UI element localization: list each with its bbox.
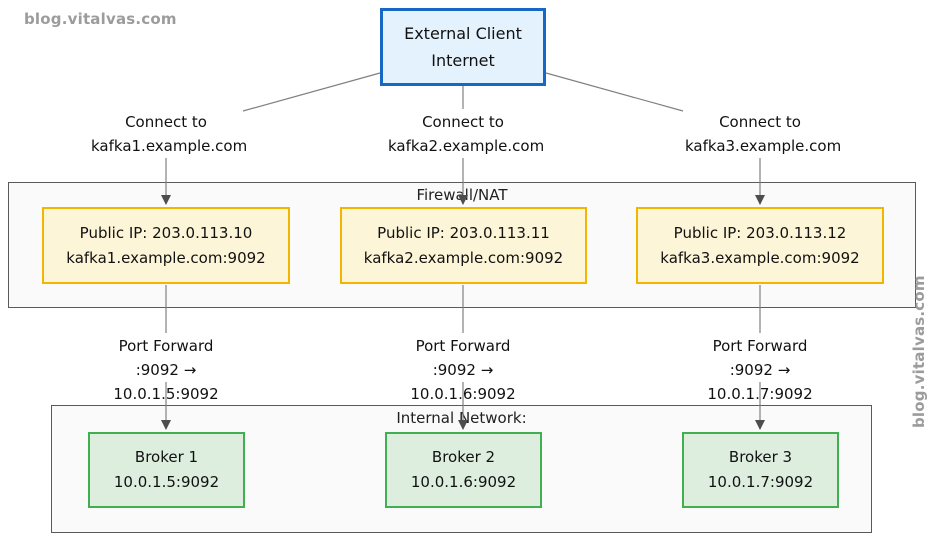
pf2-line1: Port Forward bbox=[415, 337, 511, 355]
public2-line1: Public IP: 203.0.113.11 bbox=[377, 223, 550, 242]
firewall-nat-title: Firewall/NAT bbox=[416, 186, 508, 204]
watermark-right: blog.vitalvas.com bbox=[910, 275, 928, 428]
connect2-line2: kafka2.example.com bbox=[388, 137, 545, 155]
watermark-top-left: blog.vitalvas.com bbox=[24, 10, 177, 28]
external-client-line2: Internet bbox=[431, 51, 495, 70]
pf1-line2: :9092 → 10.0.1.5:9092 bbox=[113, 361, 219, 403]
pf3-line2: :9092 → 10.0.1.7:9092 bbox=[707, 361, 813, 403]
broker1-line1: Broker 1 bbox=[134, 448, 199, 466]
public2-line2: kafka2.example.com:9092 bbox=[363, 248, 564, 267]
edge-client-to-connect1 bbox=[242, 72, 381, 112]
node-broker-1: Broker 1 10.0.1.5:9092 bbox=[88, 432, 245, 508]
edge-label-port-forward-1: Port Forward :9092 → 10.0.1.5:9092 bbox=[82, 334, 250, 403]
pf1-line1: Port Forward bbox=[118, 337, 214, 355]
public1-line1: Public IP: 203.0.113.10 bbox=[79, 223, 253, 242]
external-client-line1: External Client bbox=[404, 24, 522, 43]
connect1-line1: Connect to bbox=[125, 113, 207, 131]
edge-client-to-connect3 bbox=[545, 72, 684, 112]
public1-line2: kafka1.example.com:9092 bbox=[66, 248, 266, 267]
node-broker-2: Broker 2 10.0.1.6:9092 bbox=[385, 432, 542, 508]
connect2-line1: Connect to bbox=[422, 113, 504, 131]
pf2-line2: :9092 → 10.0.1.6:9092 bbox=[410, 361, 516, 403]
edge-label-connect-kafka3: Connect to kafka3.example.com bbox=[685, 110, 841, 158]
public3-line2: kafka3.example.com:9092 bbox=[660, 248, 860, 267]
connect1-line2: kafka1.example.com bbox=[91, 137, 248, 155]
broker3-line1: Broker 3 bbox=[728, 448, 793, 466]
edge-label-port-forward-2: Port Forward :9092 → 10.0.1.6:9092 bbox=[379, 334, 547, 403]
node-external-client: External Client Internet bbox=[380, 8, 546, 86]
broker1-line2: 10.0.1.5:9092 bbox=[113, 473, 220, 491]
node-broker-3: Broker 3 10.0.1.7:9092 bbox=[682, 432, 839, 508]
node-public-ip-1: Public IP: 203.0.113.10 kafka1.example.c… bbox=[42, 207, 290, 284]
edge-label-connect-kafka2: Connect to kafka2.example.com bbox=[388, 110, 544, 158]
connect3-line2: kafka3.example.com bbox=[685, 137, 842, 155]
edge-label-connect-kafka1: Connect to kafka1.example.com bbox=[91, 110, 247, 158]
broker3-line2: 10.0.1.7:9092 bbox=[707, 473, 814, 491]
edge-label-port-forward-3: Port Forward :9092 → 10.0.1.7:9092 bbox=[676, 334, 844, 403]
node-public-ip-3: Public IP: 203.0.113.12 kafka3.example.c… bbox=[636, 207, 884, 284]
broker2-line1: Broker 2 bbox=[431, 448, 496, 466]
connect3-line1: Connect to bbox=[719, 113, 801, 131]
node-public-ip-2: Public IP: 203.0.113.11 kafka2.example.c… bbox=[340, 207, 587, 284]
internal-network-title: Internal Network: bbox=[396, 409, 527, 427]
broker2-line2: 10.0.1.6:9092 bbox=[410, 473, 517, 491]
pf3-line1: Port Forward bbox=[712, 337, 808, 355]
public3-line1: Public IP: 203.0.113.12 bbox=[673, 223, 847, 242]
